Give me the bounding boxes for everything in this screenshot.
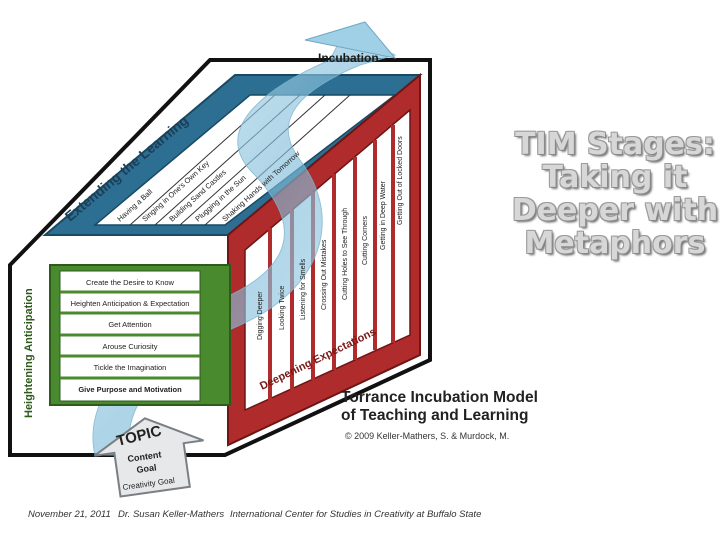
left-item: Create the Desire to Know <box>86 278 175 287</box>
left-item: Get Attention <box>108 320 151 329</box>
footer-author: Dr. Susan Keller-Mathers <box>118 509 225 520</box>
right-item: Digging Deeper <box>257 291 264 340</box>
slide-title: TIM Stages: Taking it Deeper with Metaph… <box>508 128 722 260</box>
left-item: Tickle the Imagination <box>94 363 167 372</box>
right-item: Looking Twice <box>279 286 286 330</box>
title-line: Metaphors <box>524 226 706 261</box>
model-title-line: Torrance Incubation Model <box>341 389 538 406</box>
right-item: Getting Out of Locked Doors <box>397 136 404 225</box>
topic-arrow: TOPIC Content Goal Creativity Goal <box>93 417 204 498</box>
right-item: Getting in Deep Water <box>380 180 387 250</box>
arrow-item: Goal <box>136 462 157 475</box>
right-item: Crossing Out Mistakes <box>321 239 328 310</box>
left-item: Give Purpose and Motivation <box>78 385 182 394</box>
left-face-label: Heightening Anticipation <box>23 288 35 418</box>
model-title: Torrance Incubation Model of Teaching an… <box>341 389 538 425</box>
copyright: © 2009 Keller-Mathers, S. & Murdock, M. <box>345 431 510 441</box>
incubation-label: Incubation <box>318 51 379 65</box>
footer-date: November 21, 2011 <box>28 509 111 520</box>
right-item: Cutting Holes to See Through <box>342 208 349 300</box>
left-face <box>49 264 231 406</box>
right-face <box>227 72 421 447</box>
arrow-item: Content <box>127 449 162 464</box>
left-item: Heighten Anticipation & Expectation <box>71 299 190 308</box>
title-line: TIM Stages: <box>515 127 715 162</box>
right-item: Listening for Smells <box>300 258 307 320</box>
model-title-line: of Teaching and Learning <box>341 407 529 424</box>
left-item: Arouse Curiosity <box>102 342 157 351</box>
title-line: Taking it <box>542 160 688 195</box>
right-item: Cutting Corners <box>362 215 369 265</box>
title-line: Deeper with <box>511 193 719 228</box>
footer-org: International Center for Studies in Crea… <box>230 509 482 520</box>
